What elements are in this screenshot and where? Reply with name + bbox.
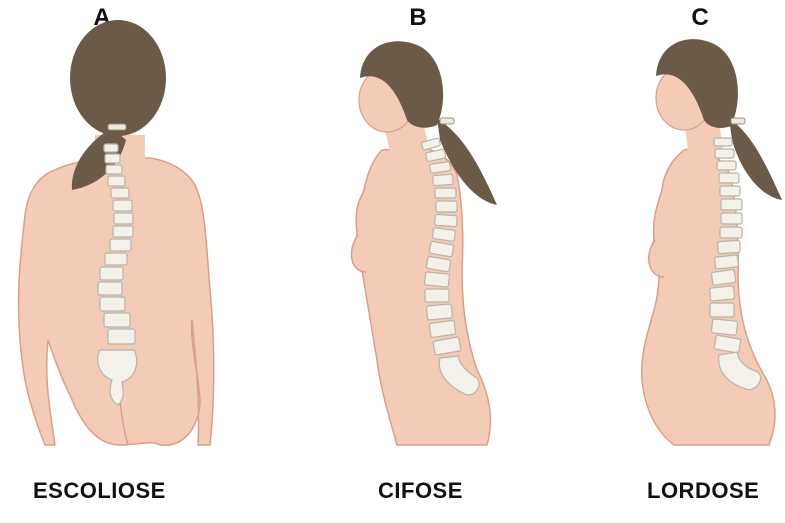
- figure-panel-escoliose: A ESCOLIOS: [0, 0, 262, 523]
- figure-panel-lordose: C LORDOSE: [524, 0, 785, 523]
- side-view-kyphosis-illustration: [262, 0, 524, 470]
- figure-panel-cifose: B CIFOSE: [262, 0, 524, 523]
- caption-cifose: CIFOSE: [378, 478, 463, 504]
- back-view-body-illustration: [0, 0, 262, 470]
- torso: [642, 148, 775, 445]
- caption-lordose: LORDOSE: [647, 478, 759, 504]
- caption-escoliose: ESCOLIOSE: [33, 478, 166, 504]
- hair: [70, 20, 166, 136]
- side-view-lordosis-illustration: [524, 0, 785, 470]
- torso: [354, 148, 490, 445]
